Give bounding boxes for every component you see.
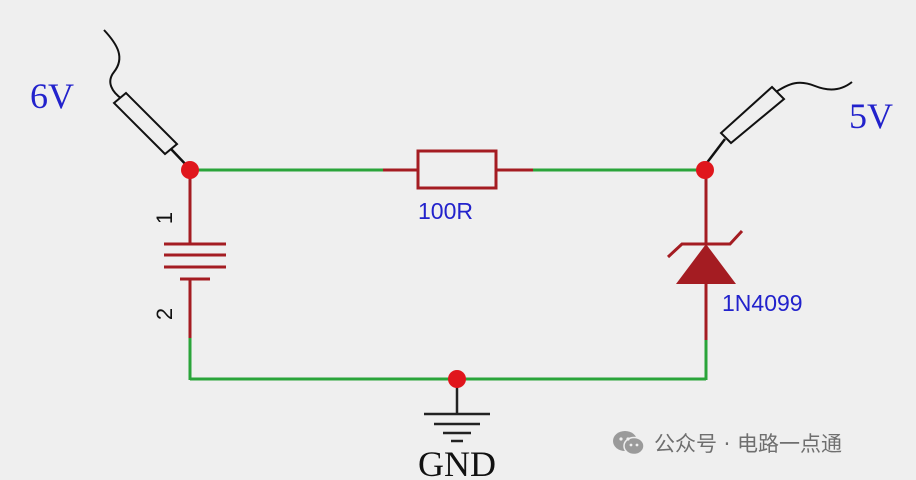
node-ground xyxy=(448,370,466,388)
ground-symbol xyxy=(424,380,490,443)
ground-label: GND xyxy=(418,444,496,480)
node-top-left xyxy=(181,161,199,179)
voltage-out-label: 5V xyxy=(849,96,893,136)
probe-right xyxy=(705,81,853,165)
wechat-icon xyxy=(613,431,645,456)
watermark: 公众号 · 电路一点通 xyxy=(612,428,842,458)
resistor-body xyxy=(416,149,498,190)
probe-right-cable xyxy=(772,81,853,95)
probe-right-handle xyxy=(719,85,786,145)
zener-diode xyxy=(666,175,744,340)
battery xyxy=(164,170,226,338)
zener-triangle xyxy=(676,244,736,284)
zener-label: 1N4099 xyxy=(722,290,803,316)
probe-left xyxy=(103,29,191,170)
junction-nodes xyxy=(181,161,714,388)
battery-pin2-label: 2 xyxy=(152,308,177,320)
battery-pin1-label: 1 xyxy=(152,212,177,224)
node-top-right xyxy=(696,161,714,179)
probe-right-tip xyxy=(705,138,726,165)
watermark-text: 公众号 · 电路一点通 xyxy=(654,432,843,456)
probe-left-cable xyxy=(103,29,123,100)
resistor xyxy=(383,149,533,190)
voltage-in-label: 6V xyxy=(30,76,74,116)
resistor-label: 100R xyxy=(418,198,473,224)
probe-left-handle xyxy=(112,91,179,156)
